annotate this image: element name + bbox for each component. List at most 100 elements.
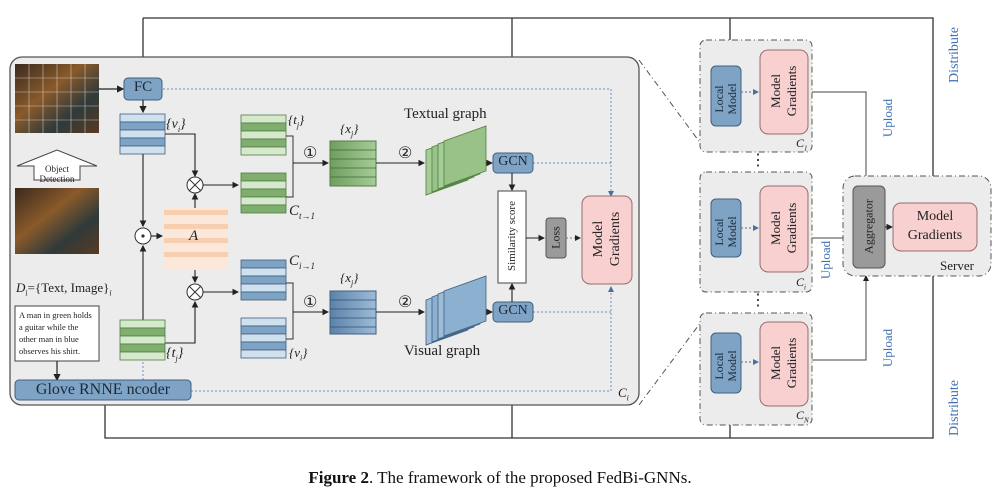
upload-label-1: Upload <box>880 98 895 138</box>
c-text: C <box>289 253 300 269</box>
x-j-sub: j <box>350 278 354 288</box>
t-j-features <box>119 319 166 361</box>
gcn-box-textual <box>492 152 534 174</box>
c-text: C <box>289 203 300 219</box>
caption-line: A man in green holds <box>19 310 92 320</box>
glove-encoder-box <box>14 379 192 401</box>
local-model-line: Model <box>725 350 739 382</box>
local-model-label-ci: Local Model <box>712 202 739 262</box>
object-detection-line-1: Object <box>45 164 69 174</box>
dataset-sub2: i <box>109 288 112 298</box>
client-ci <box>699 171 813 293</box>
client-cn-label: CN <box>796 408 809 424</box>
gradients-line: Model <box>768 211 783 245</box>
similarity-score-box <box>497 190 527 284</box>
t-j-text: {t <box>288 112 297 127</box>
gcn-box-visual <box>492 301 534 323</box>
ellipsis-2: ⋮ <box>750 292 766 309</box>
c-t1-label: Ct→1 <box>289 203 315 221</box>
gradients-line: Model <box>768 346 783 380</box>
gradients-line: Gradients <box>784 202 799 254</box>
object-detection-arrow <box>16 149 98 181</box>
x-j-label-textual: {xj} <box>340 121 359 139</box>
model-gradients-box <box>581 195 633 285</box>
otimes-operator-bottom <box>186 283 204 301</box>
c-sub: N <box>804 416 809 425</box>
encoder-label: Glove RNNE ncoder <box>35 381 171 398</box>
c-i1-label: Ci→1 <box>289 253 315 271</box>
textual-graph-stack <box>425 125 487 196</box>
fc-label: FC <box>133 79 153 95</box>
loss-label: Loss <box>548 226 563 249</box>
gradients-line: Model <box>768 74 783 108</box>
v-i-sub: i <box>177 124 181 134</box>
distribute-label-top: Distribute <box>947 27 962 83</box>
photo-raw <box>15 188 99 254</box>
c-sub: t→1 <box>299 211 316 221</box>
textual-graph-label: Textual graph <box>404 106 487 122</box>
object-detection-line-2: Detection <box>39 174 75 184</box>
t-j-label-bottom: {tj} <box>166 346 184 363</box>
caption-line: other man in blue <box>19 334 79 344</box>
matrix-a-label: A <box>189 228 199 244</box>
client-c1-label: C1 <box>796 136 808 152</box>
v-i-label: {vi} <box>166 117 186 134</box>
c-sub: 1 <box>804 144 808 153</box>
x-j-label-visual: {xj} <box>340 270 359 288</box>
gradients-label-c1: Model Gradients <box>768 49 800 133</box>
client-c1 <box>699 39 813 153</box>
caption-box <box>14 305 100 362</box>
client-ci-label: Ci <box>796 275 806 291</box>
visual-graph-label: Visual graph <box>404 343 481 359</box>
v-i-text: {v <box>289 345 300 360</box>
step-1-visual: ① <box>303 294 318 311</box>
local-model-line: Model <box>725 83 739 115</box>
gradients-line: Gradients <box>784 65 799 117</box>
c-i1-features <box>240 259 287 301</box>
c-t1-features <box>240 172 287 214</box>
object-detection-label: Object Detection <box>34 164 80 184</box>
t-j-copy <box>240 114 287 156</box>
v-i-features <box>119 113 166 155</box>
local-model-label-cn: Local Model <box>712 336 739 396</box>
figure-caption: Figure 2. The framework of the proposed … <box>0 468 1000 488</box>
step-2-visual: ② <box>398 294 413 311</box>
dataset-sub: i <box>25 288 28 298</box>
dataset-symbol: D <box>16 280 26 295</box>
t-j-sub: j <box>175 353 178 363</box>
distribute-label-bottom: Distribute <box>947 380 962 436</box>
similarity-score-label: Similarity score <box>506 201 518 271</box>
gradients-label-ci: Model Gradients <box>768 186 800 270</box>
gcn-label-textual: GCN <box>498 154 528 169</box>
x-j-visual <box>329 290 377 335</box>
local-model-line: Model <box>725 216 739 248</box>
v-i-label-copy: {vi} <box>289 345 308 363</box>
figure-number: Figure 2 <box>308 468 369 487</box>
client-cn <box>699 312 813 426</box>
model-gradients-label: Model Gradients <box>590 195 624 283</box>
upload-label-3: Upload <box>880 328 895 368</box>
c-text: C <box>796 408 805 422</box>
model-gradients-line: Model <box>591 220 606 258</box>
step-2-textual: ② <box>398 145 413 162</box>
figure-caption-text: . The framework of the proposed FedBi-GN… <box>368 468 692 487</box>
model-gradients-line: Gradients <box>608 211 623 267</box>
server-panel <box>842 175 992 277</box>
ci-sub: i <box>626 393 629 403</box>
v-i-text: {v <box>166 117 178 132</box>
t-j-sub: j <box>296 120 300 130</box>
gradients-label-cn: Model Gradients <box>768 321 800 405</box>
v-i-copy <box>240 317 287 359</box>
dataset-text: ={Text, Image} <box>27 280 110 295</box>
gcn-label-visual: GCN <box>498 303 528 318</box>
t-j-text: {t <box>166 346 176 361</box>
step-1-textual: ① <box>303 145 318 162</box>
x-j-text: {x <box>340 121 351 136</box>
caption-line: a guitar while the <box>19 322 79 332</box>
c-sub: i→1 <box>299 261 316 271</box>
x-j-text: {x <box>340 270 351 285</box>
v-i-sub: i <box>299 353 303 363</box>
x-j-sub: j <box>350 129 354 139</box>
visual-graph-stack <box>425 275 487 346</box>
x-j-textual <box>329 140 377 187</box>
